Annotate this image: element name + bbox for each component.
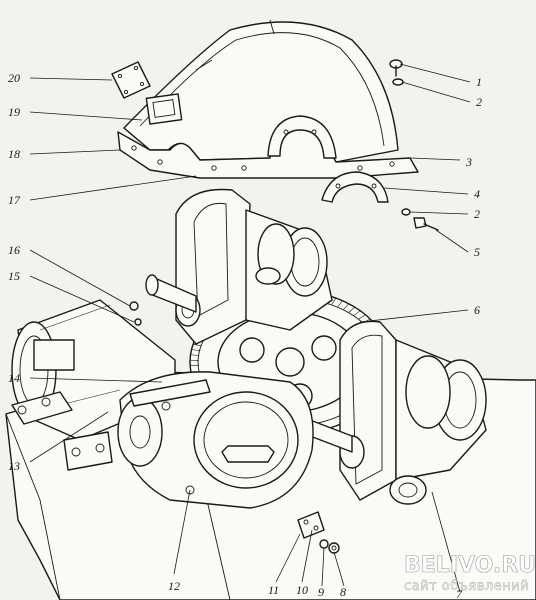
washer: [319, 539, 329, 549]
nut: [328, 542, 340, 554]
front-bearing-bracket: [309, 320, 487, 505]
label-part-12: 12: [168, 579, 180, 593]
label-part-15: 15: [8, 269, 20, 283]
label-part-5: 5: [474, 245, 480, 259]
label-part-2-top: 2: [476, 95, 482, 109]
washer-top: [392, 78, 404, 86]
gear-tooth: [358, 314, 366, 320]
label-part-16: 16: [8, 243, 20, 257]
label-part-14: 14: [8, 371, 20, 385]
label-part-7: 7: [456, 587, 463, 600]
watermark: BELIVO.RU сайт объявлений: [404, 553, 536, 595]
label-part-18: 18: [8, 147, 20, 161]
watermark-tagline: сайт объявлений: [404, 579, 529, 594]
part-labels: 1 2 3 4 2 5 6 17 18 19 20 16 15 14 13 12…: [8, 71, 482, 600]
watermark-site: BELIVO.RU: [404, 553, 536, 578]
label-part-1: 1: [476, 75, 482, 89]
gear-tooth: [193, 343, 202, 347]
label-part-13: 13: [8, 459, 20, 473]
small-cover-plate: [297, 511, 325, 539]
pinion-housing: [117, 371, 314, 509]
gear-guard-cover: [123, 19, 399, 163]
label-part-3: 3: [465, 155, 472, 169]
bolt-mid: [413, 217, 439, 231]
label-part-2-mid: 2: [474, 207, 480, 221]
label-part-10: 10: [296, 583, 308, 597]
gear-tooth: [348, 306, 355, 313]
washer-mid: [401, 208, 411, 216]
label-part-8: 8: [340, 585, 346, 599]
inspection-plate: [111, 61, 151, 99]
label-part-17: 17: [8, 193, 21, 207]
label-part-11: 11: [268, 583, 279, 597]
small-bolts: [129, 301, 142, 326]
gear-tooth: [331, 297, 337, 305]
label-part-20: 20: [8, 71, 20, 85]
leader-lines: [29, 63, 471, 593]
gear-tooth: [337, 300, 343, 307]
gear-tooth: [343, 303, 350, 310]
foot-brackets: [11, 391, 113, 471]
label-part-4: 4: [474, 187, 480, 201]
gear-tooth: [190, 354, 200, 356]
label-part-19: 19: [8, 105, 20, 119]
label-part-6: 6: [474, 303, 480, 317]
gear-tooth: [191, 349, 201, 351]
gear-tooth: [353, 310, 361, 316]
bolt-top: [389, 59, 403, 77]
cover-seal-half-ring: [267, 115, 337, 159]
label-part-9: 9: [318, 585, 324, 599]
upper-bearing-bracket: [145, 188, 333, 345]
seal-half-ring: [321, 171, 389, 203]
